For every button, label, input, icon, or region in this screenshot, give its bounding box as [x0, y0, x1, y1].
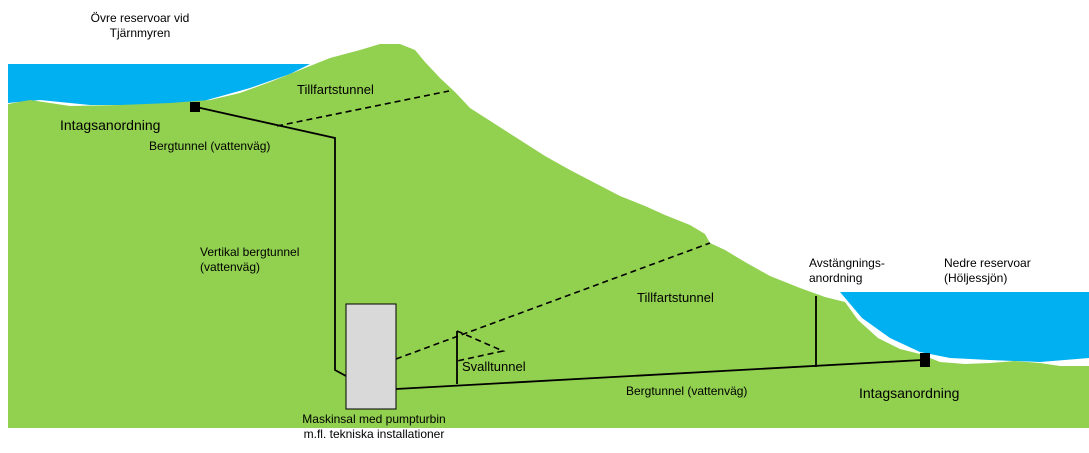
lower-reservoir-label-line2: (Höljessjön) — [944, 271, 1008, 285]
machine-hall-label-line2: m.fl. tekniska installationer — [303, 427, 445, 441]
lower-reservoir-label-line1: Nedre reservoar — [944, 256, 1031, 270]
access-tunnel-lower-line — [395, 242, 711, 360]
lower-intake-block — [920, 353, 930, 367]
vertical-tunnel-label-line2: (vattenväg) — [200, 260, 261, 274]
surge-tunnel-line — [456, 330, 506, 362]
lower-reservoir-label: Nedre reservoar (Höljessjön) — [944, 256, 1031, 286]
upper-rock-tunnel-label: Bergtunnel (vattenväg) — [149, 139, 271, 153]
lower-rock-tunnel-label: Bergtunnel (vattenväg) — [626, 384, 748, 398]
mountain-terrain — [8, 44, 1089, 428]
vertical-tunnel-label-line1: Vertikal bergtunnel — [200, 245, 300, 259]
upper-reservoir-label: Övre reservoar vid Tjärnmyren — [60, 11, 220, 41]
upper-reservoir-label-line2: Tjärnmyren — [109, 26, 171, 40]
upper-reservoir-water — [8, 64, 310, 105]
lower-reservoir-water — [840, 292, 1089, 362]
upper-waterway-line — [195, 106, 347, 377]
machine-hall-box — [345, 303, 397, 410]
shutoff-device-label-line1: Avstängnings- — [809, 256, 885, 270]
upper-intake-block — [190, 102, 200, 112]
upper-intake-label: Intagsanordning — [60, 117, 161, 133]
upper-reservoir-label-line1: Övre reservoar vid — [90, 11, 190, 25]
lower-intake-label: Intagsanordning — [859, 385, 960, 401]
shutoff-device-label: Avstängnings- anordning — [809, 256, 885, 286]
machine-hall-label: Maskinsal med pumpturbin m.fl. tekniska … — [284, 412, 464, 442]
lower-access-tunnel-label: Tillfartstunnel — [637, 290, 714, 305]
shutoff-device-label-line2: anordning — [809, 271, 863, 285]
machine-hall-label-line1: Maskinsal med pumpturbin — [302, 412, 446, 426]
vertical-tunnel-label: Vertikal bergtunnel (vattenväg) — [200, 245, 299, 275]
surge-tunnel-label: Svalltunnel — [462, 359, 526, 374]
lower-waterway-line — [395, 359, 923, 390]
upper-access-tunnel-label: Tillfartstunnel — [297, 82, 374, 97]
